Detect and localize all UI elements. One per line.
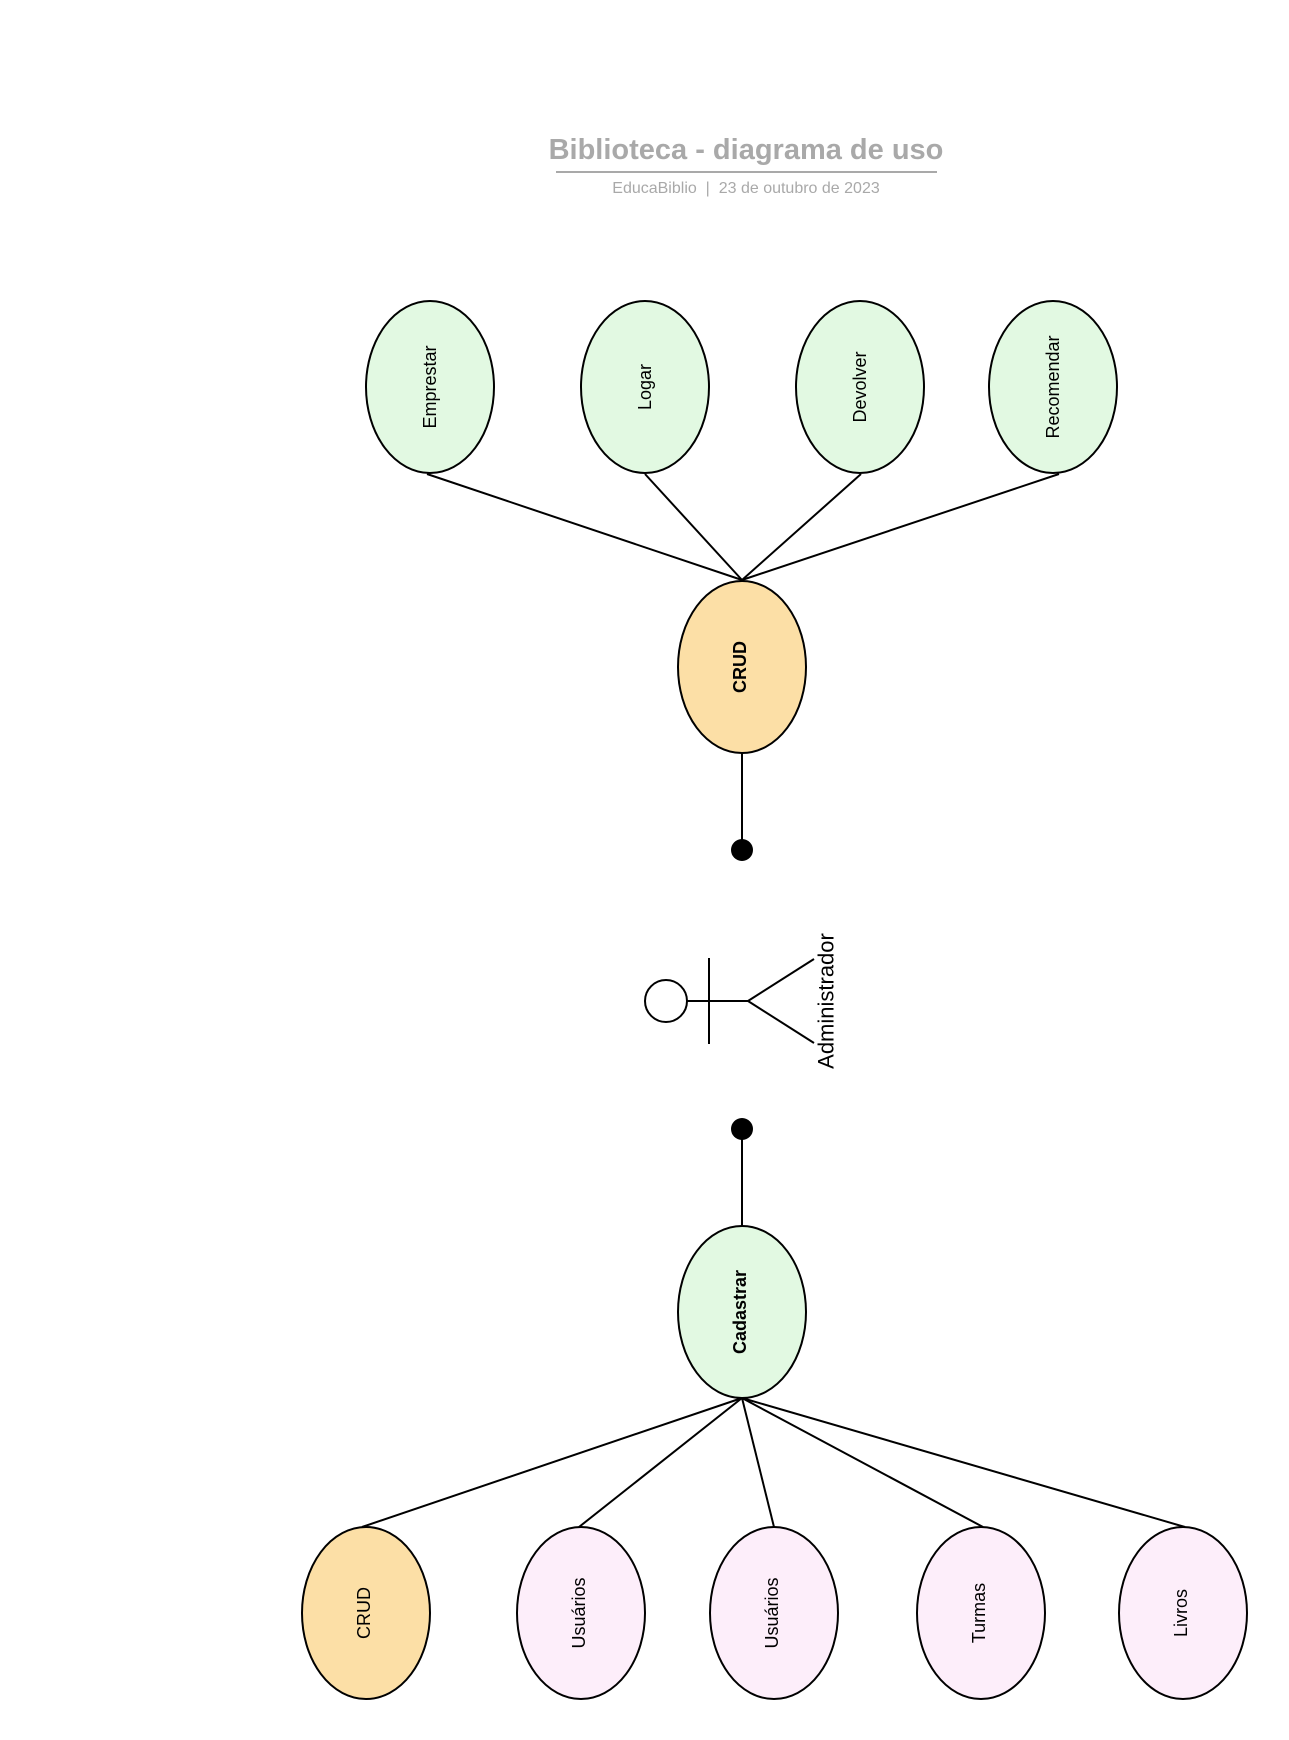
use-case-ellipse (795, 300, 925, 474)
bottom-use-cases: CRUD Usuários Usuários Turmas Livros (301, 1526, 1248, 1700)
use-case-ellipse (365, 300, 495, 474)
actor-administrador[interactable]: Administrador (644, 933, 839, 1069)
use-case-label: Usuários (762, 1577, 782, 1648)
use-case-usuarios-1[interactable]: Usuários (516, 1526, 646, 1700)
use-case-ellipse (516, 1526, 646, 1700)
use-case-label: Livros (1171, 1589, 1191, 1637)
connector-line (741, 1397, 1186, 1528)
connector-line (578, 1397, 743, 1528)
connector-line (741, 1397, 775, 1528)
use-case-usuarios-2[interactable]: Usuários (709, 1526, 839, 1700)
use-case-devolver[interactable]: Devolver (795, 300, 925, 474)
diagram-title: Biblioteca - diagrama de uso (549, 134, 944, 166)
use-case-label: Usuários (569, 1577, 589, 1648)
use-case-ellipse (1118, 1526, 1248, 1700)
bottom-connections (361, 1397, 1186, 1528)
use-case-turmas[interactable]: Turmas (916, 1526, 1046, 1700)
connector-line (741, 473, 862, 581)
lower-association (731, 1118, 753, 1226)
use-case-ellipse (301, 1526, 431, 1700)
use-case-cadastrar[interactable]: Cadastrar (677, 1225, 807, 1399)
connector-line (741, 1397, 984, 1528)
use-case-emprestar[interactable]: Emprestar (365, 300, 495, 474)
upper-association (731, 753, 753, 861)
use-case-label: CRUD (730, 641, 750, 693)
connector-line (741, 473, 1060, 581)
connector-line (644, 473, 743, 581)
use-case-label: Emprestar (420, 345, 440, 428)
actor-figure-icon (644, 958, 815, 1044)
use-case-label: Logar (635, 364, 655, 410)
connector-line (426, 473, 743, 581)
use-case-crud-hub[interactable]: CRUD (677, 580, 807, 754)
connector-line (361, 1397, 743, 1528)
use-case-label: CRUD (354, 1587, 374, 1639)
use-case-ellipse (580, 300, 710, 474)
use-case-recomendar[interactable]: Recomendar (988, 300, 1118, 474)
use-case-label: Devolver (850, 351, 870, 422)
diagram-subtitle: EducaBiblio | 23 de outubro de 2023 (612, 180, 880, 197)
use-case-label: Turmas (969, 1583, 989, 1643)
use-case-livros[interactable]: Livros (1118, 1526, 1248, 1700)
actor-label: Administrador (814, 933, 839, 1069)
use-case-crud[interactable]: CRUD (301, 1526, 431, 1700)
association-endpoint-dot (731, 839, 753, 861)
use-case-ellipse (988, 300, 1118, 474)
use-case-ellipse (709, 1526, 839, 1700)
top-use-cases: Emprestar Logar Devolver Recomendar (365, 300, 1118, 474)
use-case-ellipse (677, 1225, 807, 1399)
use-case-label: Recomendar (1043, 335, 1063, 438)
use-case-ellipse (916, 1526, 1046, 1700)
use-case-label: Cadastrar (730, 1270, 750, 1354)
use-case-logar[interactable]: Logar (580, 300, 710, 474)
diagram-header: Biblioteca - diagrama de uso EducaBiblio… (549, 134, 944, 197)
top-connections (426, 473, 1060, 581)
